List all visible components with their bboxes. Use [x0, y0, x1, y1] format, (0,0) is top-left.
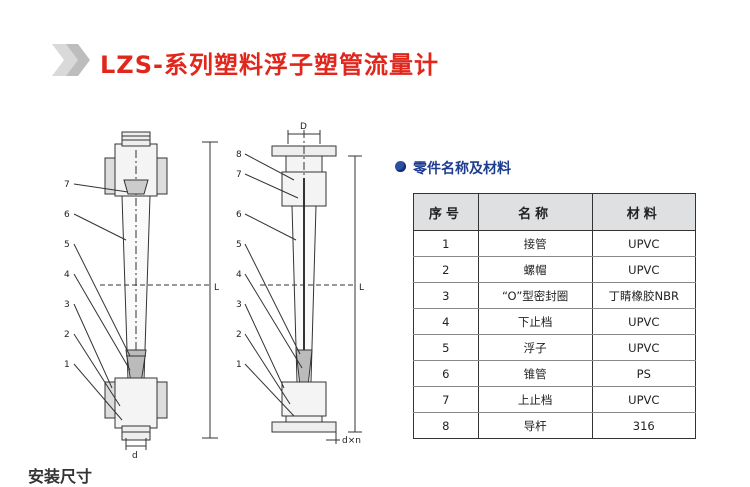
table-row: 3 “O”型密封圈 丁睛橡胶NBR	[413, 282, 697, 309]
cell-material: UPVC	[591, 256, 697, 283]
col-header-name: 名称	[477, 193, 593, 231]
flowmeter-drawing: 7 6 5 4 3 2 1 8 7 6 5 4 3 2 1 D L L d d×…	[64, 122, 364, 460]
callout-left-2: 2	[64, 330, 70, 340]
table-row: 2 螺帽 UPVC	[413, 256, 697, 283]
col-header-material: 材料	[591, 193, 697, 231]
cell-number: 8	[413, 412, 479, 439]
chevron-right-icon	[52, 44, 90, 76]
page-title: LZS-系列塑料浮子塑管流量计	[100, 51, 439, 79]
callout-right-8: 8	[236, 150, 242, 160]
cell-number: 4	[413, 308, 479, 335]
dim-D-label: D	[300, 122, 307, 132]
callout-left-5: 5	[64, 240, 70, 250]
col-header-number: 序号	[413, 193, 479, 231]
callout-right-7: 7	[236, 170, 242, 180]
dim-d-label: d	[132, 451, 138, 460]
cell-material: 316	[591, 412, 697, 439]
cell-material: PS	[591, 360, 697, 387]
callout-left-1: 1	[64, 360, 70, 370]
table-row: 4 下止档 UPVC	[413, 308, 697, 335]
callout-left-6: 6	[64, 210, 70, 220]
installation-size-heading: 安装尺寸	[28, 467, 93, 486]
cell-material: 丁睛橡胶NBR	[591, 282, 697, 309]
cell-number: 1	[413, 230, 479, 257]
cell-number: 2	[413, 256, 479, 283]
callout-right-2: 2	[236, 330, 242, 340]
cell-name: 浮子	[477, 334, 593, 361]
dim-L-right-label: L	[359, 283, 364, 293]
cell-name: 接管	[477, 230, 593, 257]
callout-right-3: 3	[236, 300, 242, 310]
callout-left-3: 3	[64, 300, 70, 310]
table-row: 1 接管 UPVC	[413, 230, 697, 257]
cell-number: 5	[413, 334, 479, 361]
cell-material: UPVC	[591, 308, 697, 335]
dim-dn-label: d×n	[342, 436, 361, 446]
callout-left-4: 4	[64, 270, 70, 280]
cell-material: UPVC	[591, 230, 697, 257]
table-row: 7 上止档 UPVC	[413, 386, 697, 413]
cell-name: “O”型密封圈	[477, 282, 593, 309]
bullet-icon	[395, 161, 406, 172]
cell-material: UPVC	[591, 386, 697, 413]
cell-name: 下止档	[477, 308, 593, 335]
callout-right-6: 6	[236, 210, 242, 220]
cell-name: 导杆	[477, 412, 593, 439]
page-header: LZS-系列塑料浮子塑管流量计	[48, 38, 448, 82]
cell-number: 6	[413, 360, 479, 387]
parts-heading-text: 零件名称及材料	[413, 161, 511, 177]
cell-name: 上止档	[477, 386, 593, 413]
callout-right-1: 1	[236, 360, 242, 370]
cell-number: 3	[413, 282, 479, 309]
callout-left-7: 7	[64, 180, 70, 190]
parts-table: 序号 名称 材料 1 接管 UPVC 2 螺帽 UPVC 3 “O”型密封圈 丁…	[413, 193, 697, 439]
dim-L-left-label: L	[214, 283, 219, 293]
cell-number: 7	[413, 386, 479, 413]
cell-material: UPVC	[591, 334, 697, 361]
table-row: 8 导杆 316	[413, 412, 697, 439]
table-header-row: 序号 名称 材料	[413, 193, 697, 231]
table-row: 6 锥管 PS	[413, 360, 697, 387]
callout-right-4: 4	[236, 270, 242, 280]
callout-right-5: 5	[236, 240, 242, 250]
cell-name: 锥管	[477, 360, 593, 387]
cell-name: 螺帽	[477, 256, 593, 283]
table-row: 5 浮子 UPVC	[413, 334, 697, 361]
